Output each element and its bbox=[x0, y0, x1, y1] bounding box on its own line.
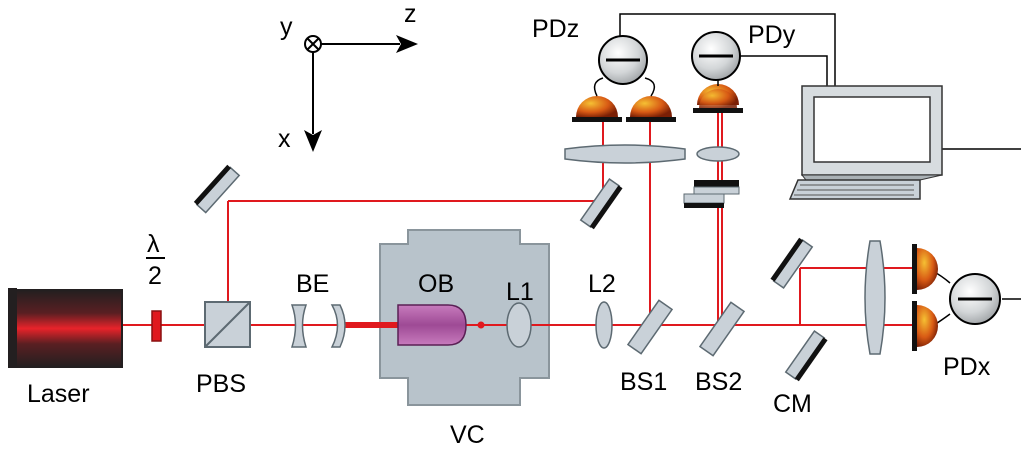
coordinate-axes: y z x bbox=[278, 0, 418, 153]
computer-icon bbox=[788, 85, 943, 200]
label-be: BE bbox=[296, 270, 329, 298]
label-pbs: PBS bbox=[196, 370, 246, 398]
differential-amplifier-icon bbox=[949, 273, 1001, 325]
photodiode-icon bbox=[912, 244, 938, 294]
laser-source-icon bbox=[8, 288, 123, 368]
label-l2: L2 bbox=[588, 270, 616, 298]
polarizing-beam-splitter bbox=[204, 301, 251, 348]
label-pdy: PDy bbox=[748, 21, 796, 49]
label-vc: VC bbox=[450, 421, 485, 449]
label-pdx: PDx bbox=[943, 353, 991, 381]
cross-circle-icon bbox=[304, 35, 322, 53]
differential-amplifier-icon bbox=[691, 31, 741, 81]
mirror-cm-lower bbox=[784, 330, 828, 382]
lens-pdz-branch bbox=[564, 144, 686, 164]
lens-pdx-branch bbox=[864, 240, 886, 355]
label-bs2: BS2 bbox=[695, 368, 742, 396]
beam-splitter-bs2 bbox=[698, 301, 746, 357]
label-cm: CM bbox=[773, 390, 812, 418]
beam-splitter-bs1 bbox=[626, 299, 674, 355]
knife-edge bbox=[683, 180, 740, 208]
axis-label-z: z bbox=[404, 0, 417, 28]
label-bs1: BS1 bbox=[620, 368, 667, 396]
svg-text:2: 2 bbox=[148, 262, 162, 290]
photodiode-icon bbox=[693, 84, 743, 113]
lens-l2 bbox=[595, 301, 613, 349]
mirror-upper-right bbox=[579, 178, 623, 230]
label-laser: Laser bbox=[27, 380, 90, 408]
photodiode-icon bbox=[626, 96, 676, 122]
mirror-upper-left bbox=[193, 164, 241, 214]
svg-text:λ: λ bbox=[147, 230, 160, 258]
label-ob: OB bbox=[418, 270, 454, 298]
label-half-wave: λ 2 bbox=[146, 230, 165, 290]
axis-label-y: y bbox=[280, 13, 293, 41]
photodiode-icon bbox=[572, 96, 622, 122]
objective-lens bbox=[397, 304, 467, 346]
differential-amplifier-icon bbox=[598, 35, 648, 85]
label-pdz: PDz bbox=[532, 15, 579, 43]
mirror-cm-upper bbox=[770, 237, 814, 289]
photodiode-icon bbox=[912, 301, 938, 351]
lens-pdy-branch bbox=[696, 146, 740, 162]
half-wave-plate bbox=[151, 310, 162, 342]
axis-label-x: x bbox=[278, 125, 291, 153]
lens-l1 bbox=[506, 302, 532, 348]
trapped-particle bbox=[477, 321, 485, 329]
beam-expander bbox=[290, 304, 346, 348]
label-l1: L1 bbox=[506, 278, 534, 306]
